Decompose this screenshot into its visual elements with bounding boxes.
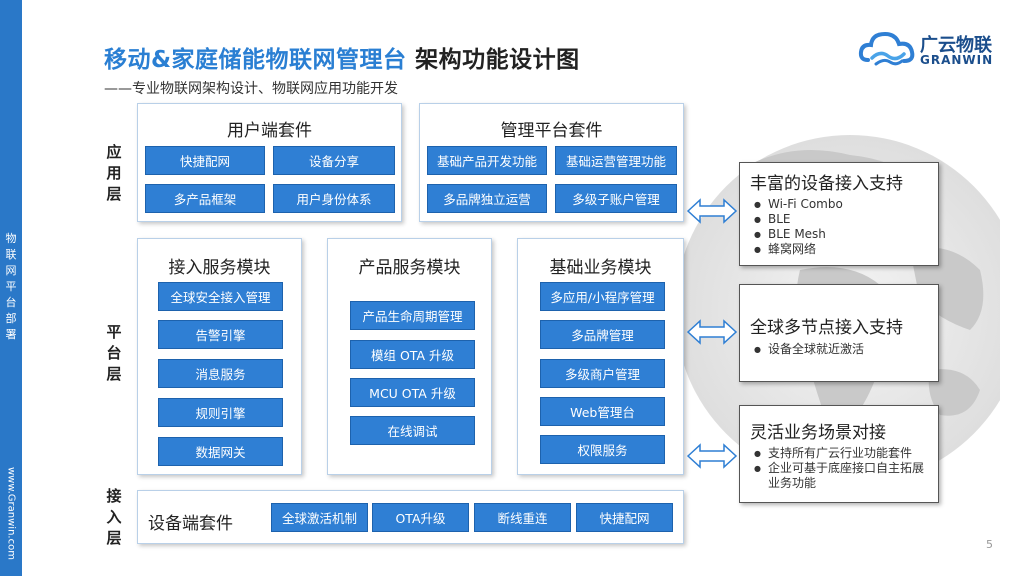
sidebar-char: 部: [5, 312, 17, 325]
feature-button[interactable]: 全球激活机制: [271, 503, 368, 532]
feature-item: BLE Mesh: [754, 227, 843, 242]
feature-item: 蜂窝网络: [754, 242, 843, 257]
title-main: 移动&家庭储能物联网管理台: [104, 47, 407, 73]
feature-title: 丰富的设备接入支持: [750, 174, 903, 194]
feature-button[interactable]: 全球安全接入管理: [158, 282, 283, 311]
sidebar-url: www.Granwin.com: [5, 466, 17, 560]
sidebar-char: 署: [5, 328, 17, 341]
feature-title: 灵活业务场景对接: [750, 423, 886, 443]
feature-button[interactable]: 快捷配网: [576, 503, 673, 532]
feature-button[interactable]: 用户身份体系: [273, 184, 395, 213]
sidebar-char: 联: [5, 248, 17, 261]
feature-item: 企业可基于底座接口自主拓展业务功能: [754, 461, 934, 491]
sidebar-char: 台: [5, 296, 17, 309]
feature-button[interactable]: Web管理台: [540, 397, 665, 426]
feature-button[interactable]: 多品牌独立运营: [427, 184, 547, 213]
feature-item: Wi-Fi Combo: [754, 197, 843, 212]
feature-item: BLE: [754, 212, 843, 227]
sidebar: 物 联 网 平 台 部 署 www.Granwin.com: [0, 0, 22, 576]
double-arrow-icon: [686, 198, 738, 224]
logo-subtext: GRANWIN: [920, 53, 994, 67]
feature-button[interactable]: 告警引擎: [158, 320, 283, 349]
feature-button[interactable]: 设备分享: [273, 146, 395, 175]
feature-button[interactable]: 多应用/小程序管理: [540, 282, 665, 311]
feature-button[interactable]: 基础产品开发功能: [427, 146, 547, 175]
feature-button[interactable]: 多级商户管理: [540, 359, 665, 388]
feature-button[interactable]: 基础运营管理功能: [555, 146, 677, 175]
feature-button[interactable]: 消息服务: [158, 359, 283, 388]
panel-title: 设备端套件: [148, 514, 233, 534]
feature-list: Wi-Fi Combo BLE BLE Mesh 蜂窝网络: [754, 197, 843, 257]
feature-button[interactable]: 多产品框架: [145, 184, 265, 213]
feature-button[interactable]: MCU OTA 升级: [350, 378, 475, 407]
title-sub: 架构功能设计图: [406, 47, 580, 73]
feature-button[interactable]: 产品生命周期管理: [350, 301, 475, 330]
layer-label-access: 接 入 层: [106, 487, 122, 547]
feature-box-device-access: 丰富的设备接入支持 Wi-Fi Combo BLE BLE Mesh 蜂窝网络: [739, 162, 939, 266]
sidebar-char: 网: [5, 264, 17, 277]
cloud-logo-icon: [858, 31, 915, 66]
panel-title: 基础业务模块: [549, 258, 652, 278]
panel-title: 用户端套件: [227, 121, 312, 141]
feature-item: 设备全球就近激活: [754, 342, 864, 357]
sidebar-char: 平: [5, 280, 17, 293]
user-suite-panel: 用户端套件 快捷配网 设备分享 多产品框架 用户身份体系: [137, 103, 402, 222]
panel-title: 产品服务模块: [358, 258, 461, 278]
page-number: 5: [986, 538, 993, 551]
device-suite-panel: 设备端套件 全球激活机制 OTA升级 断线重连 快捷配网: [137, 490, 684, 544]
feature-list: 支持所有广云行业功能套件 企业可基于底座接口自主拓展业务功能: [754, 446, 934, 491]
feature-button[interactable]: 快捷配网: [145, 146, 265, 175]
feature-list: 设备全球就近激活: [754, 342, 864, 357]
feature-button[interactable]: 权限服务: [540, 435, 665, 464]
feature-button[interactable]: 数据网关: [158, 437, 283, 466]
feature-button[interactable]: 在线调试: [350, 416, 475, 445]
brand-logo: 广云物联 GRANWIN: [858, 26, 1008, 72]
page-subtitle: ——专业物联网架构设计、物联网应用功能开发: [104, 81, 398, 97]
feature-button[interactable]: 模组 OTA 升级: [350, 340, 475, 369]
mgmt-suite-panel: 管理平台套件 基础产品开发功能 基础运营管理功能 多品牌独立运营 多级子账户管理: [419, 103, 684, 222]
feature-title: 全球多节点接入支持: [750, 318, 903, 338]
feature-button[interactable]: 规则引擎: [158, 398, 283, 427]
feature-box-business-scenarios: 灵活业务场景对接 支持所有广云行业功能套件 企业可基于底座接口自主拓展业务功能: [739, 405, 939, 503]
logo-text: 广云物联: [920, 35, 992, 56]
business-module-panel: 基础业务模块 多应用/小程序管理 多品牌管理 多级商户管理 Web管理台 权限服…: [517, 238, 684, 475]
double-arrow-icon: [686, 319, 738, 345]
feature-button[interactable]: 多级子账户管理: [555, 184, 677, 213]
panel-title: 接入服务模块: [168, 258, 271, 278]
feature-item: 支持所有广云行业功能套件: [754, 446, 934, 461]
feature-box-global-nodes: 全球多节点接入支持 设备全球就近激活: [739, 284, 939, 382]
page-title: 移动&家庭储能物联网管理台 架构功能设计图: [104, 40, 580, 74]
double-arrow-icon: [686, 443, 738, 469]
access-module-panel: 接入服务模块 全球安全接入管理 告警引擎 消息服务 规则引擎 数据网关: [137, 238, 302, 475]
panel-title: 管理平台套件: [500, 121, 603, 141]
product-module-panel: 产品服务模块 产品生命周期管理 模组 OTA 升级 MCU OTA 升级 在线调…: [327, 238, 492, 475]
layer-label-platform: 平 台 层: [106, 323, 122, 383]
sidebar-char: 物: [5, 232, 17, 245]
feature-button[interactable]: 多品牌管理: [540, 320, 665, 349]
feature-button[interactable]: 断线重连: [474, 503, 571, 532]
layer-label-app: 应 用 层: [106, 143, 122, 203]
feature-button[interactable]: OTA升级: [372, 503, 469, 532]
